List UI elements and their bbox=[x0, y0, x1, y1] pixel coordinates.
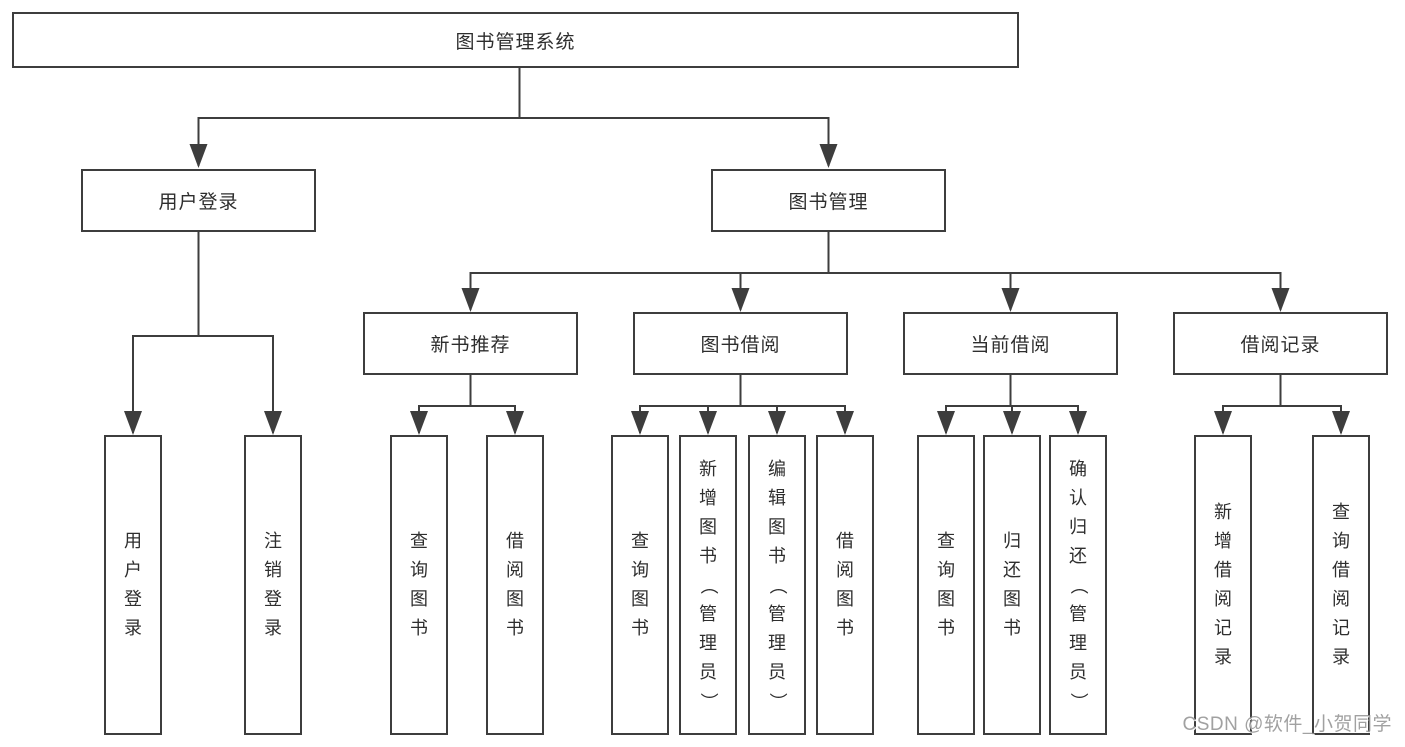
leaf-confirm-return-admin: 确认归还（管理员） bbox=[1049, 435, 1107, 735]
leaf-edit-book-admin: 编辑图书（管理员） bbox=[748, 435, 806, 735]
leaf-add-book-admin: 新增图书（管理员） bbox=[679, 435, 737, 735]
leaf-borrow-books: 借阅图书 bbox=[816, 435, 874, 735]
leaf-add-borrow-record: 新增借阅记录 bbox=[1194, 435, 1252, 735]
node-book-management-label: 图书管理 bbox=[788, 192, 869, 213]
node-borrow-records: 借阅记录 bbox=[1173, 312, 1388, 375]
node-current-borrow: 当前借阅 bbox=[903, 312, 1118, 375]
node-borrow-records-label: 借阅记录 bbox=[1240, 335, 1321, 356]
leaf-query-books-borrow: 查询图书 bbox=[611, 435, 669, 735]
node-root: 图书管理系统 bbox=[12, 12, 1019, 68]
node-book-management: 图书管理 bbox=[711, 169, 946, 232]
leaf-query-books-current: 查询图书 bbox=[917, 435, 975, 735]
node-book-borrow-label: 图书借阅 bbox=[700, 335, 781, 356]
leaf-query-borrow-record: 查询借阅记录 bbox=[1312, 435, 1370, 735]
leaf-logout: 注销登录 bbox=[244, 435, 302, 735]
leaf-borrow-books-recommend: 借阅图书 bbox=[486, 435, 544, 735]
node-new-book-recommend: 新书推荐 bbox=[363, 312, 578, 375]
leaf-return-book: 归还图书 bbox=[983, 435, 1041, 735]
node-current-borrow-label: 当前借阅 bbox=[970, 335, 1051, 356]
node-book-borrow: 图书借阅 bbox=[633, 312, 848, 375]
node-user-login-label: 用户登录 bbox=[158, 192, 239, 213]
csdn-watermark: CSDN @软件_小贺同学 bbox=[1182, 714, 1392, 735]
node-root-label: 图书管理系统 bbox=[455, 31, 576, 53]
leaf-user-login: 用户登录 bbox=[104, 435, 162, 735]
node-user-login: 用户登录 bbox=[81, 169, 316, 232]
leaf-query-books-recommend: 查询图书 bbox=[390, 435, 448, 735]
node-new-book-recommend-label: 新书推荐 bbox=[430, 335, 511, 356]
